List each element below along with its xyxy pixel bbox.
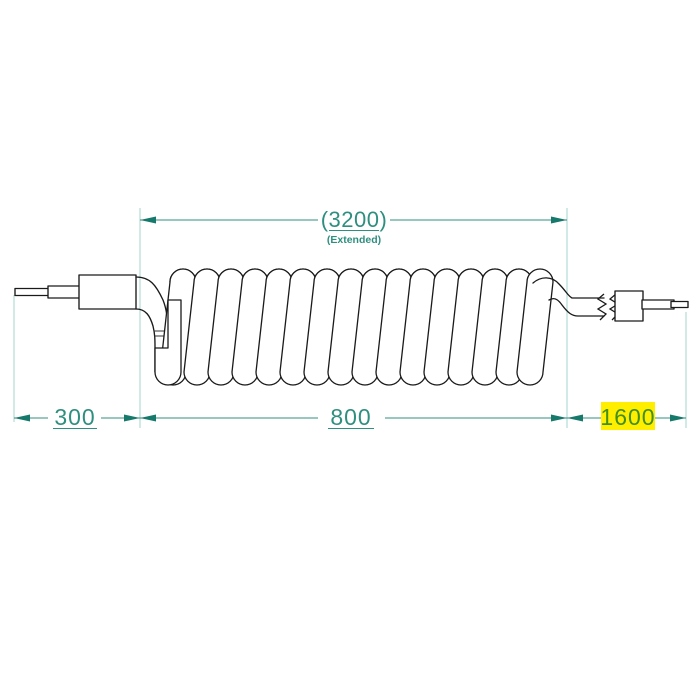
- dimension-overall-length: (3200) (Extended): [140, 207, 567, 246]
- coil-lead-in-fill: [154, 299, 182, 386]
- dim-arrow-800-right: [551, 414, 567, 422]
- dimension-right-lead: 1600: [567, 402, 686, 430]
- right-pin-shaft: [641, 299, 675, 310]
- dim-label-1600: 1600: [600, 404, 655, 430]
- dim-arrow-overall-right: [551, 216, 567, 224]
- left-connector: [14, 274, 137, 310]
- dim-arrow-300-left: [14, 414, 30, 422]
- right-cable-bend: [532, 277, 605, 317]
- coil-turn-last: [516, 268, 554, 386]
- right-connector-body: [614, 290, 644, 322]
- left-connector-body: [78, 274, 137, 310]
- dim-arrow-800-left: [140, 414, 156, 422]
- dim-arrow-300-right: [124, 414, 140, 422]
- dim-arrow-1600-left: [567, 414, 583, 422]
- dim-label-800: 800: [330, 404, 371, 430]
- dim-arrow-overall-left: [140, 216, 156, 224]
- coil-section: [154, 268, 554, 386]
- right-pin-tip: [670, 300, 689, 309]
- cable-bend-inner: [135, 308, 156, 373]
- cable-exit-top: [532, 277, 605, 299]
- cable-exit-bottom: [548, 297, 605, 317]
- zigzag-left: [596, 293, 608, 321]
- dimension-coil-section: 800: [140, 404, 567, 430]
- left-pin-shaft: [47, 285, 81, 299]
- coil-front-turns: [159, 268, 554, 386]
- extension-lines: [13, 208, 687, 428]
- coiled-cable-part: [14, 268, 689, 386]
- dimension-left-lead: 300: [14, 404, 140, 430]
- dim-label-overall: (3200): [321, 207, 388, 232]
- dim-label-1600-highlight: [601, 402, 655, 430]
- dim-label-overall-note: (Extended): [327, 234, 381, 246]
- right-connector: [614, 290, 689, 322]
- left-pin-tip: [14, 287, 50, 297]
- dim-arrow-1600-right: [670, 414, 686, 422]
- dim-label-300: 300: [54, 404, 95, 430]
